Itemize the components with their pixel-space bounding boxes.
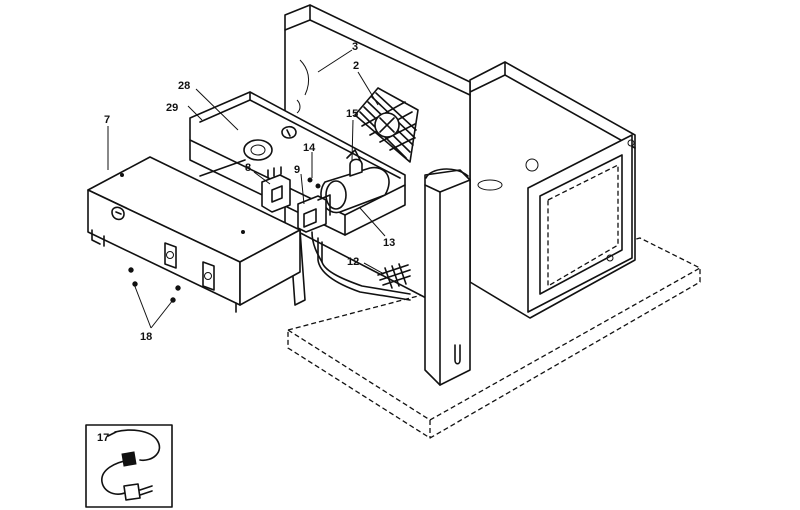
callout-28: 28 xyxy=(178,80,190,92)
capacitor xyxy=(320,149,390,214)
rotary-switch xyxy=(261,166,291,213)
small-fasteners xyxy=(307,177,321,189)
rear-cabinet xyxy=(469,61,636,319)
callout-18: 18 xyxy=(140,331,152,343)
callout-2: 2 xyxy=(353,60,359,72)
leader-lines xyxy=(107,49,386,329)
callout-12: 12 xyxy=(347,256,359,268)
callout-7: 7 xyxy=(104,114,110,126)
thermostat xyxy=(297,194,331,263)
callout-29: 29 xyxy=(166,102,178,114)
callout-8: 8 xyxy=(245,162,251,174)
callout-17: 17 xyxy=(97,432,109,444)
control-box-cover xyxy=(87,156,301,313)
callout-9: 9 xyxy=(294,164,300,176)
callout-13: 13 xyxy=(383,237,395,249)
callout-14: 14 xyxy=(303,142,316,154)
front-post xyxy=(424,168,471,386)
callout-3: 3 xyxy=(352,41,358,53)
callout-15: 15 xyxy=(346,108,358,120)
fan-grille xyxy=(354,87,419,163)
power-cord-inset: 17 xyxy=(85,424,173,508)
callout-labels: 3 2 28 29 7 15 14 8 9 13 12 18 xyxy=(104,41,395,343)
partition-panel xyxy=(284,4,471,301)
